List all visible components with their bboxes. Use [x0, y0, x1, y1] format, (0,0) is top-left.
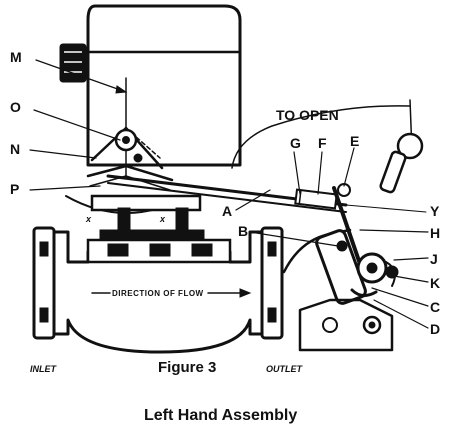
assembly-caption: Left Hand Assembly [144, 407, 297, 424]
label-f: F [318, 135, 327, 151]
leader-y-line [345, 204, 427, 213]
label-c: C [430, 299, 440, 315]
label-k: K [430, 275, 440, 291]
label-e: E [350, 133, 359, 149]
to-open-label: TO OPEN [276, 107, 339, 123]
linkage-rod [106, 174, 348, 213]
lever-mechanism [282, 183, 399, 352]
flow-arrow [91, 288, 252, 298]
outlet-flange [260, 226, 284, 340]
figure-caption: Figure 3 [158, 359, 216, 376]
label-a: A [222, 203, 232, 219]
inlet-flange [32, 226, 56, 340]
label-d: D [430, 321, 440, 337]
label-j: J [430, 251, 438, 267]
label-b: B [238, 223, 248, 239]
leader-lines [29, 59, 429, 329]
label-p: P [10, 181, 19, 197]
label-n: N [10, 141, 20, 157]
outlet-label: OUTLET [266, 364, 303, 374]
motor-side-knob [59, 43, 87, 83]
label-x-left: x [85, 214, 92, 224]
label-y: Y [430, 203, 440, 219]
label-m: M [10, 49, 22, 65]
pivot-bracket [90, 126, 164, 170]
label-x-right: x [159, 214, 166, 224]
handle-key [231, 99, 424, 194]
direction-of-flow-label: DIRECTION OF FLOW [112, 289, 204, 298]
motor-housing [86, 4, 242, 167]
label-h: H [430, 225, 440, 241]
valve-body [34, 230, 284, 354]
label-o: O [10, 99, 21, 115]
label-g: G [290, 135, 301, 151]
inlet-label: INLET [30, 364, 58, 374]
yoke-bracket [90, 194, 205, 241]
